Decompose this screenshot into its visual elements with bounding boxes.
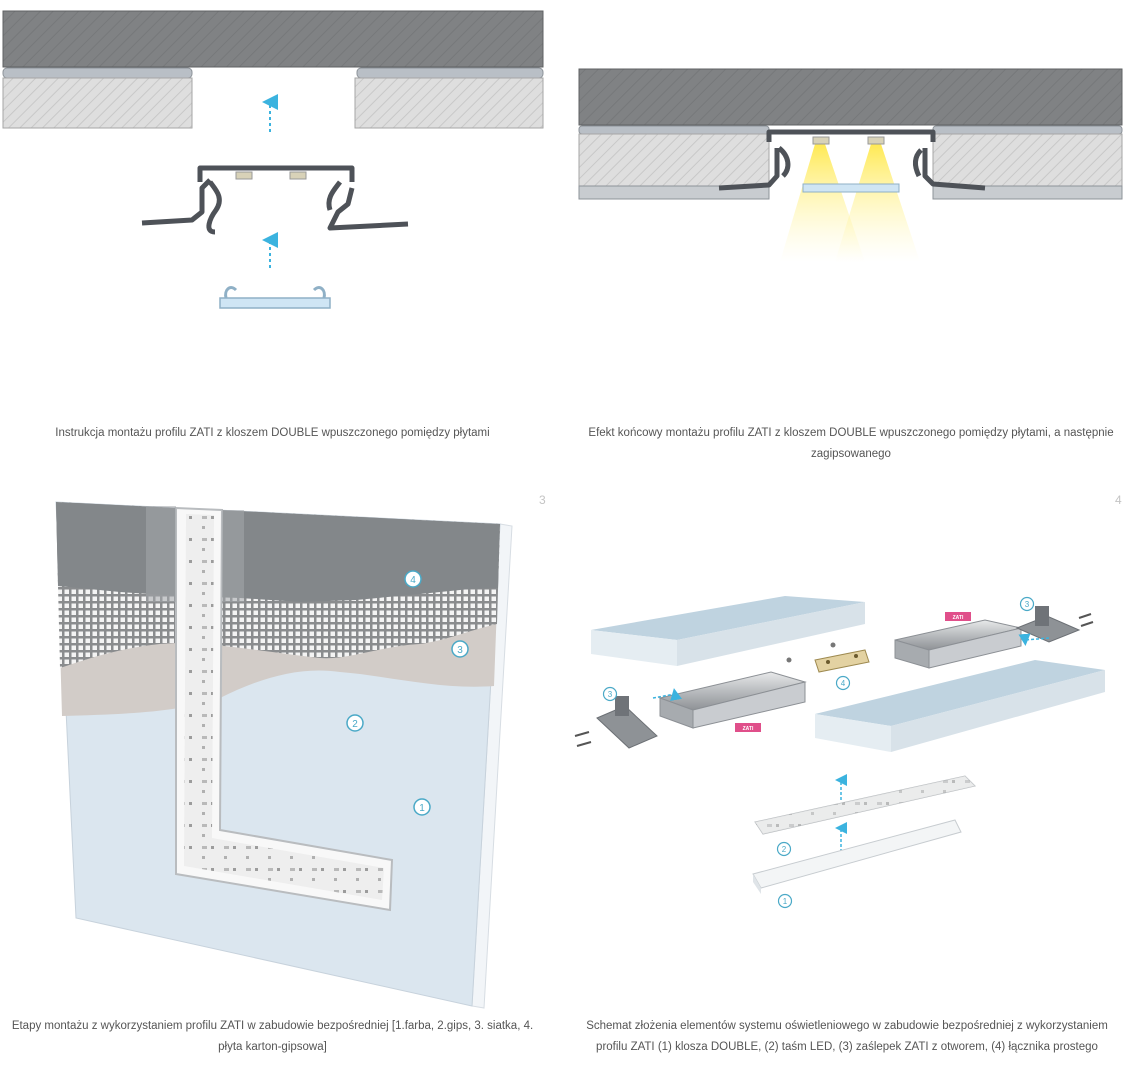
board-top-left — [578, 125, 770, 135]
led-chip — [867, 136, 885, 145]
callout-1: 1 — [413, 798, 431, 816]
callout-2: 2 — [776, 841, 792, 857]
concrete-slab — [2, 10, 544, 68]
assembly-exploded-view: ZATI ZATI 1 2 3 3 4 — [574, 596, 1105, 909]
profile-edge — [146, 506, 176, 602]
led-chip — [812, 136, 830, 145]
light-beam-right — [835, 144, 920, 262]
end-cap-right — [1015, 606, 1081, 643]
callout-1: 1 — [777, 893, 793, 909]
zati-profile-right — [894, 619, 1022, 669]
led-chip — [235, 171, 253, 180]
insert-arrow — [652, 688, 682, 701]
plaster-left — [2, 77, 193, 129]
double-diffuser — [219, 286, 331, 309]
final-effect-illustration — [578, 68, 1123, 262]
svg-text:ZATI: ZATI — [953, 615, 964, 621]
svg-text:3: 3 — [608, 690, 613, 699]
callout-3-left: 3 — [602, 686, 618, 702]
panel-3-layer-stages: 3 1 2 3 4 Etapy — [0, 490, 560, 1069]
led-chip — [289, 171, 307, 180]
board-left — [2, 67, 193, 79]
zati-profile-left — [658, 671, 807, 729]
zati-tag-right: ZATI — [945, 612, 971, 621]
zati-profile — [141, 165, 409, 235]
panel-number: 3 — [539, 493, 546, 507]
straight-connector — [814, 649, 870, 673]
screws-left — [574, 731, 592, 747]
callout-2: 2 — [346, 714, 364, 732]
callout-4: 4 — [835, 675, 851, 691]
concrete-slab — [578, 68, 1123, 126]
wall-layers-illustration: 1 2 3 4 — [55, 501, 513, 1009]
layer-drywall — [56, 502, 500, 602]
svg-text:4: 4 — [841, 679, 846, 688]
panel-1-installation-diagram: Instrukcja montażu profilu ZATI z klosze… — [0, 0, 560, 470]
svg-text:2: 2 — [782, 845, 787, 854]
caption-panel-1: Instrukcja montażu profilu ZATI z klosze… — [55, 427, 490, 439]
led-strip — [184, 514, 384, 900]
svg-text:2: 2 — [352, 719, 358, 730]
drywall-board-left — [591, 596, 865, 666]
caption-panel-3: Etapy montażu z wykorzystaniem profilu Z… — [11, 1020, 534, 1053]
board-top-right — [932, 125, 1123, 135]
double-diffuser — [802, 183, 900, 193]
callout-4: 4 — [404, 570, 422, 588]
svg-text:ZATI: ZATI — [743, 726, 754, 732]
zati-profile — [718, 129, 986, 191]
svg-text:3: 3 — [1025, 600, 1030, 609]
installation-illustration — [2, 10, 544, 309]
profile-edge — [222, 510, 244, 602]
svg-text:3: 3 — [457, 645, 463, 656]
led-tape — [754, 775, 976, 835]
plaster-right — [932, 133, 1123, 187]
screw — [830, 642, 836, 648]
board-right — [356, 67, 544, 79]
svg-text:4: 4 — [410, 575, 416, 586]
screw — [786, 657, 792, 663]
plaster-right — [354, 77, 544, 129]
light-beam-left — [780, 144, 865, 262]
double-diffuser — [752, 819, 962, 894]
screws-right — [1078, 613, 1094, 627]
svg-text:1: 1 — [419, 803, 425, 814]
zati-tag-left: ZATI — [735, 723, 761, 732]
panel-2-final-effect-diagram: Efekt końcowy montażu profilu ZATI z klo… — [565, 0, 1127, 470]
panel-4-assembly-schematic: 4 — [565, 490, 1127, 1069]
panel-number: 4 — [1115, 493, 1122, 507]
callout-3: 3 — [451, 640, 469, 658]
callout-3-right: 3 — [1019, 596, 1035, 612]
plaster-left — [578, 133, 770, 187]
drywall-board-right — [815, 660, 1105, 752]
caption-panel-4: Schemat złożenia elementów systemu oświe… — [586, 1020, 1108, 1053]
caption-panel-2: Efekt końcowy montażu profilu ZATI z klo… — [588, 427, 1114, 460]
end-cap-left — [596, 696, 658, 749]
insert-arrow — [1018, 633, 1050, 646]
svg-text:1: 1 — [783, 897, 788, 906]
